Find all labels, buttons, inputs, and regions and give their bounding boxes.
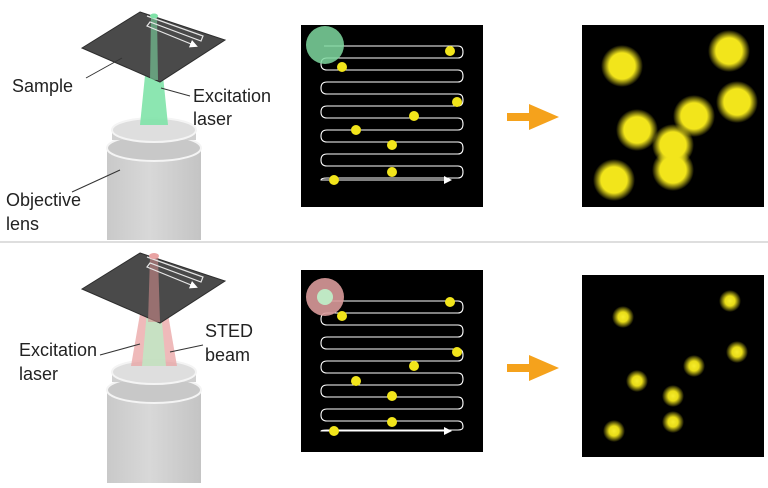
label-excitation-laser-top-2: laser: [193, 109, 232, 129]
sted-excitation-spot: [317, 289, 333, 305]
excitation-spot: [306, 26, 344, 64]
label-excitation-laser-top-1: Excitation: [193, 86, 271, 106]
right-arrow-icon: [507, 104, 559, 130]
label-sted-beam-2: beam: [205, 345, 250, 365]
right-arrow-icon-sted: [507, 355, 559, 381]
scan-path-icon: [146, 15, 204, 48]
label-sted-beam-1: STED: [205, 321, 253, 341]
bottom-sted-row: Excitation laser STED beam: [19, 252, 764, 483]
fluorophores-sted: [329, 297, 462, 436]
scan-panel-confocal: [301, 25, 483, 207]
label-objective-lens-2: lens: [6, 214, 39, 234]
scan-panel-sted: [301, 270, 483, 452]
fluorophores: [329, 46, 462, 185]
label-objective-lens-1: Objective: [6, 190, 81, 210]
microscope-objective-icon: [106, 117, 202, 240]
label-excitation-laser-bottom-1: Excitation: [19, 340, 97, 360]
label-excitation-laser-bottom-2: laser: [19, 364, 58, 384]
top-confocal-row: Sample Excitation laser Objective lens: [6, 11, 764, 240]
microscope-objective-icon-sted: [106, 359, 202, 483]
label-sample: Sample: [12, 76, 73, 96]
result-panel-sted: [582, 275, 764, 457]
result-panel-confocal: [582, 25, 764, 207]
